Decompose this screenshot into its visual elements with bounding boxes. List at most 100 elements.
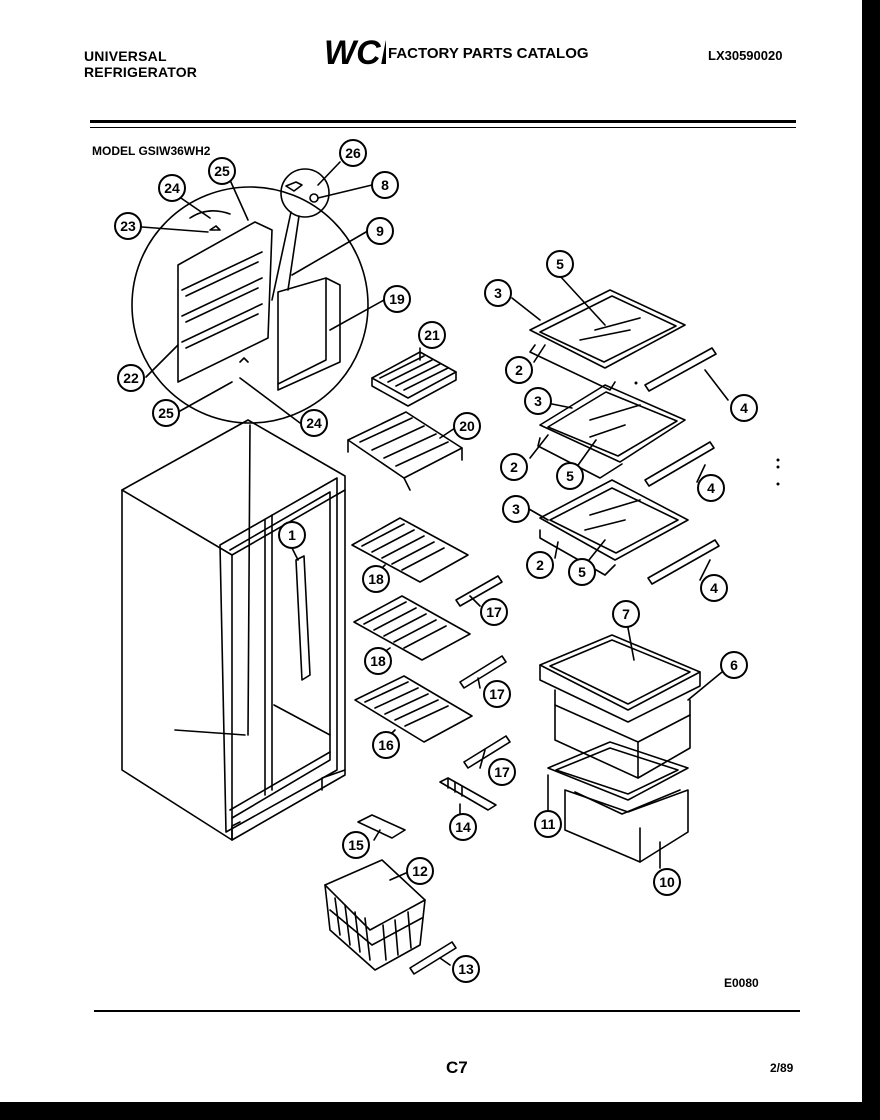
callout-5: 5 <box>546 250 574 278</box>
callout-circle <box>534 810 562 838</box>
callout-21: 21 <box>418 321 446 349</box>
callout-3: 3 <box>524 387 552 415</box>
callout-8: 8 <box>371 171 399 199</box>
callout-circle <box>371 171 399 199</box>
callout-number: 18 <box>368 571 384 587</box>
callout-circle <box>278 521 306 549</box>
callout-circle <box>418 321 446 349</box>
callout-circle <box>546 250 574 278</box>
catalog-number: LX30590020 <box>708 48 783 63</box>
callout-circle <box>453 412 481 440</box>
model-label: MODEL GSIW36WH2 <box>92 144 211 158</box>
callout-6: 6 <box>720 651 748 679</box>
shelf-trim-17b <box>459 655 507 689</box>
header-rule-thick <box>90 120 796 123</box>
part-handle-top <box>189 210 231 219</box>
diagram-code: E0080 <box>724 976 759 990</box>
callout-number: 2 <box>536 557 544 573</box>
callout-circle <box>339 139 367 167</box>
callout-circle <box>612 600 640 628</box>
callout-circle <box>697 474 725 502</box>
callout-circle <box>300 409 328 437</box>
freezer-shelf-1 <box>351 517 469 583</box>
callout-9: 9 <box>366 217 394 245</box>
callout-circle <box>362 565 390 593</box>
callout-circle <box>480 598 508 626</box>
callout-number: 9 <box>376 223 384 239</box>
callout-19: 19 <box>383 285 411 313</box>
callout-5: 5 <box>556 462 584 490</box>
callout-number: 2 <box>515 362 523 378</box>
shelf-trim-3 <box>647 539 720 585</box>
callout-10: 10 <box>653 868 681 896</box>
callout-number: 6 <box>730 657 738 673</box>
callout-number: 16 <box>378 737 394 753</box>
basket-rail-13 <box>409 941 457 975</box>
shelf-trim-1 <box>644 347 717 392</box>
callout-number: 15 <box>348 837 364 853</box>
part-cap <box>209 225 221 231</box>
callout-4: 4 <box>700 574 728 602</box>
callout-number: 18 <box>370 653 386 669</box>
part-hinge-pin <box>285 181 303 192</box>
callout-3: 3 <box>484 279 512 307</box>
callout-number: 22 <box>123 370 139 386</box>
callout-13: 13 <box>452 955 480 983</box>
callout-circle <box>366 217 394 245</box>
callout-circle <box>502 495 530 523</box>
callout-15: 15 <box>342 831 370 859</box>
callout-number: 14 <box>455 819 471 835</box>
part-strip <box>295 555 311 681</box>
callout-circle <box>483 680 511 708</box>
callout-20: 20 <box>453 412 481 440</box>
callout-circle <box>526 551 554 579</box>
callout-circle <box>730 394 758 422</box>
callout-23: 23 <box>114 212 142 240</box>
catalog-title: FACTORY PARTS CATALOG <box>388 45 589 62</box>
callout-number: 11 <box>541 816 556 832</box>
glass-shelf-3 <box>539 479 689 576</box>
brand-line-2: REFRIGERATOR <box>84 64 198 80</box>
callout-number: 24 <box>164 180 180 196</box>
shelf-trim-17c <box>463 735 511 769</box>
callout-number: 3 <box>494 285 502 301</box>
catalog-page: UNIVERSAL REFRIGERATOR WCI FACTORY PARTS… <box>0 0 862 1102</box>
callout-24: 24 <box>300 409 328 437</box>
callout-14: 14 <box>449 813 477 841</box>
callout-number: 7 <box>622 606 630 622</box>
part-trim-14 <box>439 777 497 811</box>
freezer-basket <box>324 859 426 971</box>
callout-number: 19 <box>389 291 405 307</box>
callout-22: 22 <box>117 364 145 392</box>
callout-24: 24 <box>158 174 186 202</box>
callout-number: 21 <box>424 327 440 343</box>
callout-circle <box>720 651 748 679</box>
callout-circle <box>342 831 370 859</box>
glass-shelf-1 <box>529 289 686 391</box>
glass-shelf-2 <box>537 384 686 479</box>
crisper-drawer-1 <box>554 689 691 779</box>
callout-18: 18 <box>362 565 390 593</box>
callout-25: 25 <box>208 157 236 185</box>
callout-number: 3 <box>512 501 520 517</box>
callout-number: 17 <box>489 686 505 702</box>
part-rack-small <box>371 351 457 407</box>
door-liner <box>177 221 273 383</box>
brand-name: UNIVERSAL REFRIGERATOR <box>84 48 197 80</box>
callout-circle <box>484 279 512 307</box>
basket-trim-15 <box>357 814 406 839</box>
callout-circle <box>449 813 477 841</box>
brand-line-1: UNIVERSAL <box>84 48 167 64</box>
callout-circle <box>505 356 533 384</box>
callout-circle <box>452 955 480 983</box>
wci-logo-text: WCI <box>324 34 386 70</box>
callout-circle <box>114 212 142 240</box>
callout-25: 25 <box>152 399 180 427</box>
callout-circle <box>372 731 400 759</box>
callout-number: 25 <box>214 163 230 179</box>
callout-16: 16 <box>372 731 400 759</box>
callout-2: 2 <box>526 551 554 579</box>
shelf-trim-2 <box>644 441 715 487</box>
